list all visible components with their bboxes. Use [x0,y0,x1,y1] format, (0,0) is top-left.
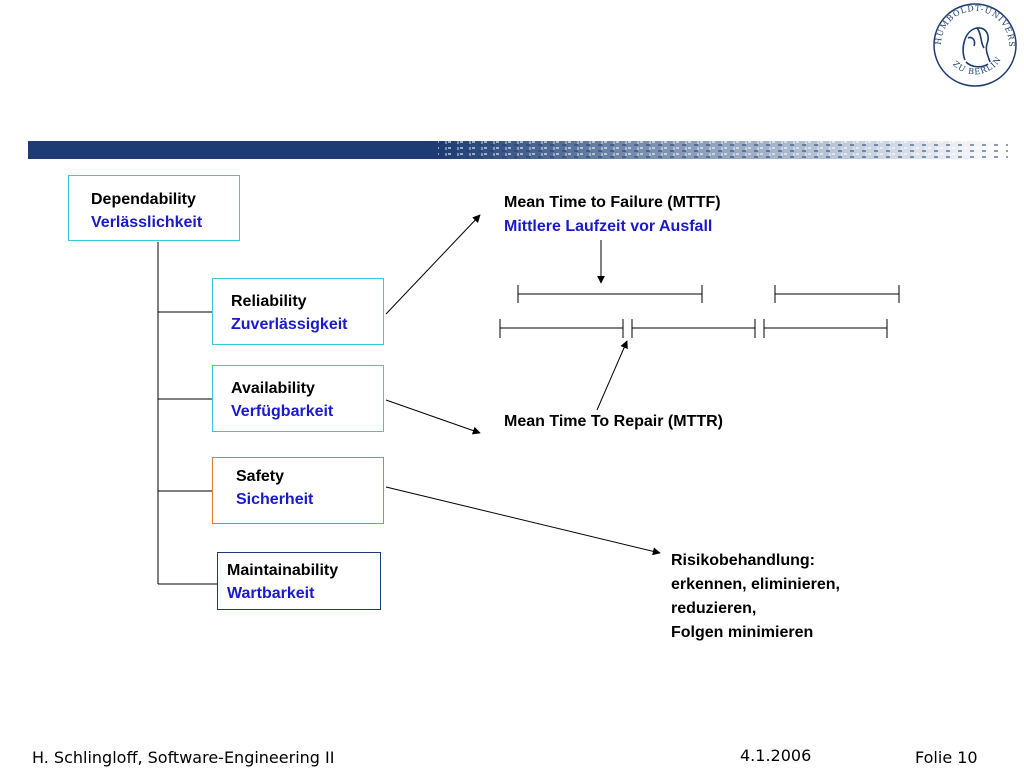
dependability-label-de: Verlässlichkeit [91,214,203,231]
risk-line-4: Folgen minimieren [671,624,814,641]
maintainability-label-en: Maintainability [227,562,339,579]
footer-author: H. Schlingloff, Software-Engineering II [32,748,335,767]
maintainability-label-de: Wartbarkeit [227,585,315,602]
uptime-interval-1 [517,285,703,303]
university-seal-logo: HUMBOLDT-UNIVERSITÄT ZU BERLIN [932,2,1017,87]
portrait-icon [962,27,991,68]
safety-label-en: Safety [236,468,285,485]
safety-label-de: Sicherheit [236,491,314,508]
dependability-label-en: Dependability [91,191,196,208]
safety-box: Safety Sicherheit [212,457,384,524]
risk-handling-text: Risikobehandlung: erkennen, eliminieren,… [671,549,840,645]
dependability-box: Dependability Verlässlichkeit [68,175,240,241]
arrow-reliability-to-mttf [385,214,481,315]
mttf-label: Mean Time to Failure (MTTF) Mittlere Lau… [504,191,721,239]
risk-line-1: Risikobehandlung: [671,552,815,569]
footer-slide-number: Folie 10 [915,748,978,767]
reliability-label-de: Zuverlässigkeit [231,316,348,333]
mttf-label-de: Mittlere Laufzeit vor Ausfall [504,218,713,235]
arrow-availability-to-mttr [385,399,481,435]
mttf-label-en: Mean Time to Failure (MTTF) [504,194,721,211]
segment-1 [499,319,624,338]
availability-label-de: Verfügbarkeit [231,403,334,420]
arrow-mttr-up [596,340,628,411]
reliability-box: Reliability Zuverlässigkeit [212,278,384,345]
maintainability-box: Maintainability Wartbarkeit [217,552,381,610]
availability-box: Availability Verfügbarkeit [212,365,384,432]
uptime-interval-2 [774,285,900,303]
availability-label-en: Availability [231,380,315,397]
risk-line-2: erkennen, eliminieren, [671,576,840,593]
reliability-label-en: Reliability [231,293,307,310]
segment-3 [763,319,888,338]
arrow-safety-to-risk [385,486,661,556]
mttr-label: Mean Time To Repair (MTTR) [504,413,723,430]
segment-2 [631,319,756,338]
footer-date: 4.1.2006 [740,746,812,765]
header-band [28,141,1008,159]
risk-line-3: reduzieren, [671,600,757,617]
